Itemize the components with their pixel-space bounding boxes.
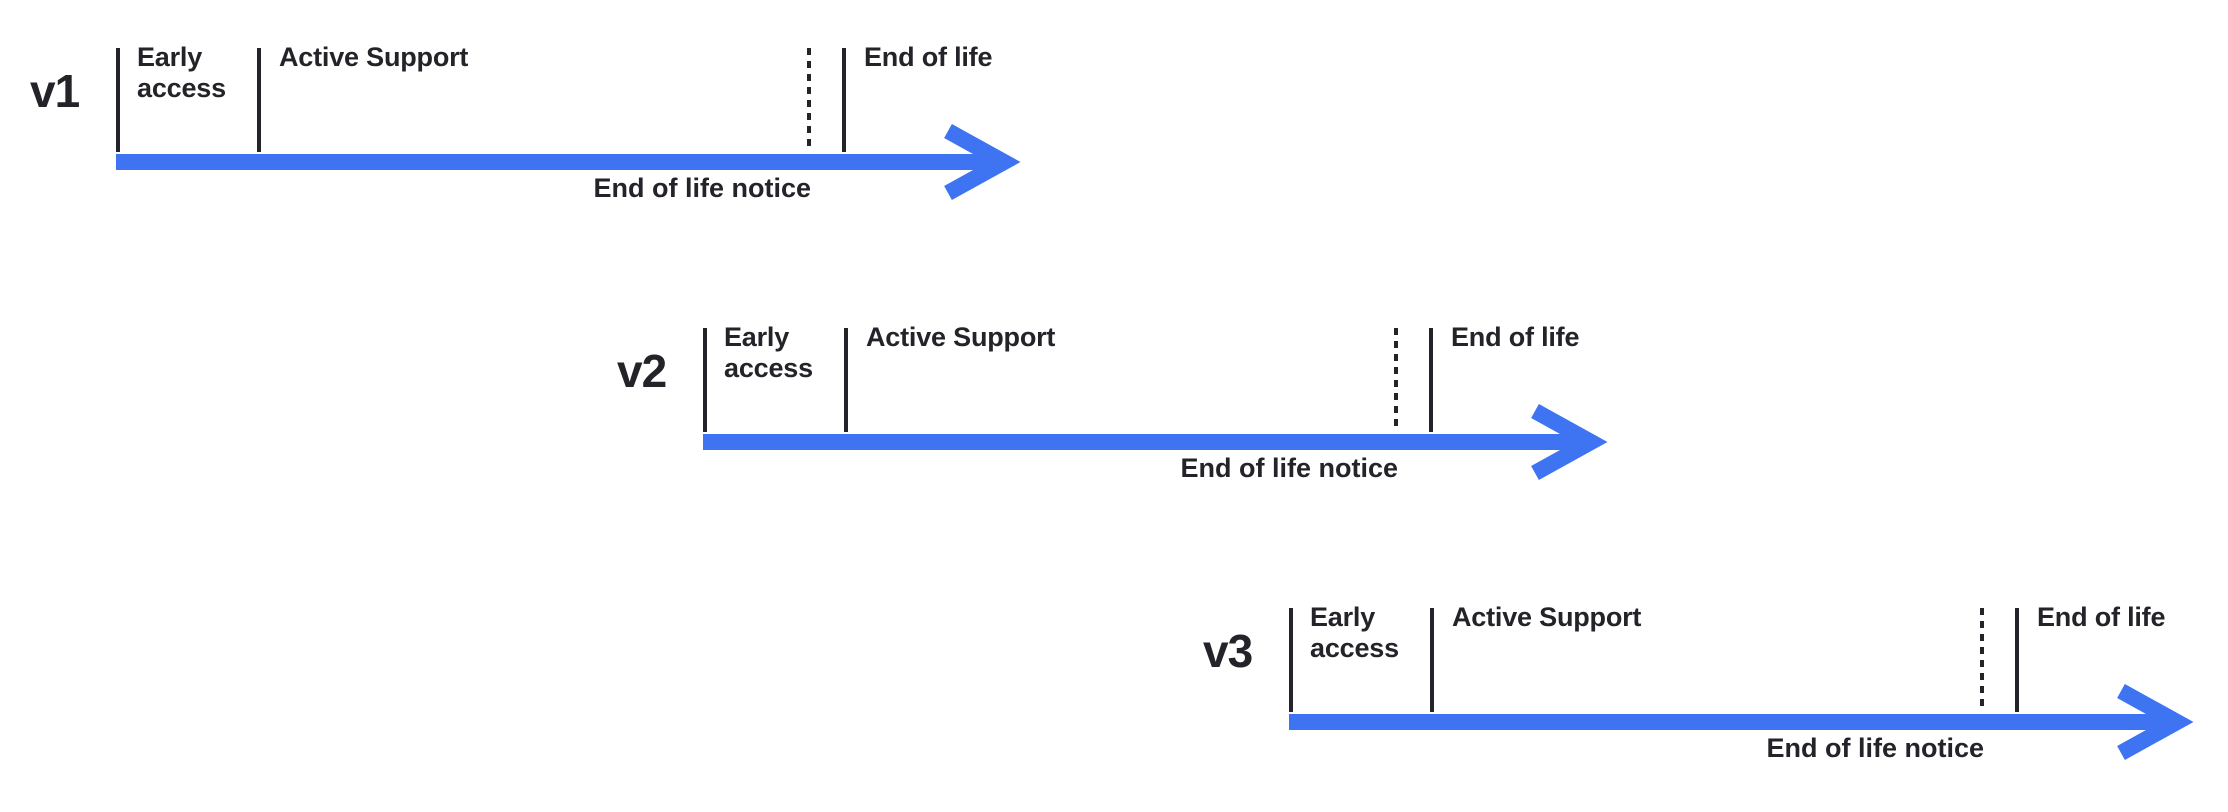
end-of-life-notice-label: End of life notice — [593, 173, 811, 203]
end-of-life-notice-dashed-tick — [1394, 328, 1398, 432]
phase-label-active-support: Active Support — [1452, 602, 1642, 632]
timeline-arrowhead-icon — [944, 124, 1021, 200]
end-of-life-notice-dashed-tick — [807, 48, 811, 152]
timeline-arrow-shaft — [1289, 714, 2178, 730]
version-timeline-v2: v2 Early access Active Support End of li… — [617, 322, 1627, 490]
phase-label-end-of-life: End of life — [864, 42, 993, 72]
timeline-arrowhead-icon — [2117, 684, 2194, 760]
early-access-start-tick — [703, 328, 707, 432]
end-of-life-notice-label: End of life notice — [1180, 453, 1398, 483]
phase-label-active-support: Active Support — [866, 322, 1056, 352]
early-access-start-tick — [1289, 608, 1293, 712]
active-support-start-tick — [1430, 608, 1434, 712]
end-of-life-tick — [1429, 328, 1433, 432]
early-access-start-tick — [116, 48, 120, 152]
timeline-arrowhead-icon — [1531, 404, 1608, 480]
end-of-life-notice-dashed-tick — [1980, 608, 1984, 712]
active-support-start-tick — [257, 48, 261, 152]
version-timeline-v1: v1 Early access Active Support End of li… — [30, 42, 1040, 210]
timeline-arrow-shaft — [703, 434, 1592, 450]
phase-label-early-access: Early access — [724, 322, 813, 383]
phase-label-end-of-life: End of life — [2037, 602, 2166, 632]
version-label: v1 — [30, 65, 80, 117]
end-of-life-tick — [2015, 608, 2019, 712]
timeline-arrow-shaft — [116, 154, 1005, 170]
phase-label-early-access: Early access — [137, 42, 226, 103]
end-of-life-tick — [842, 48, 846, 152]
version-label: v2 — [617, 345, 667, 397]
phase-label-active-support: Active Support — [279, 42, 469, 72]
phase-label-end-of-life: End of life — [1451, 322, 1580, 352]
version-label: v3 — [1203, 625, 1253, 677]
version-timeline-v3: v3 Early access Active Support End of li… — [1203, 602, 2213, 770]
phase-label-early-access: Early access — [1310, 602, 1399, 663]
active-support-start-tick — [844, 328, 848, 432]
end-of-life-notice-label: End of life notice — [1766, 733, 1984, 763]
